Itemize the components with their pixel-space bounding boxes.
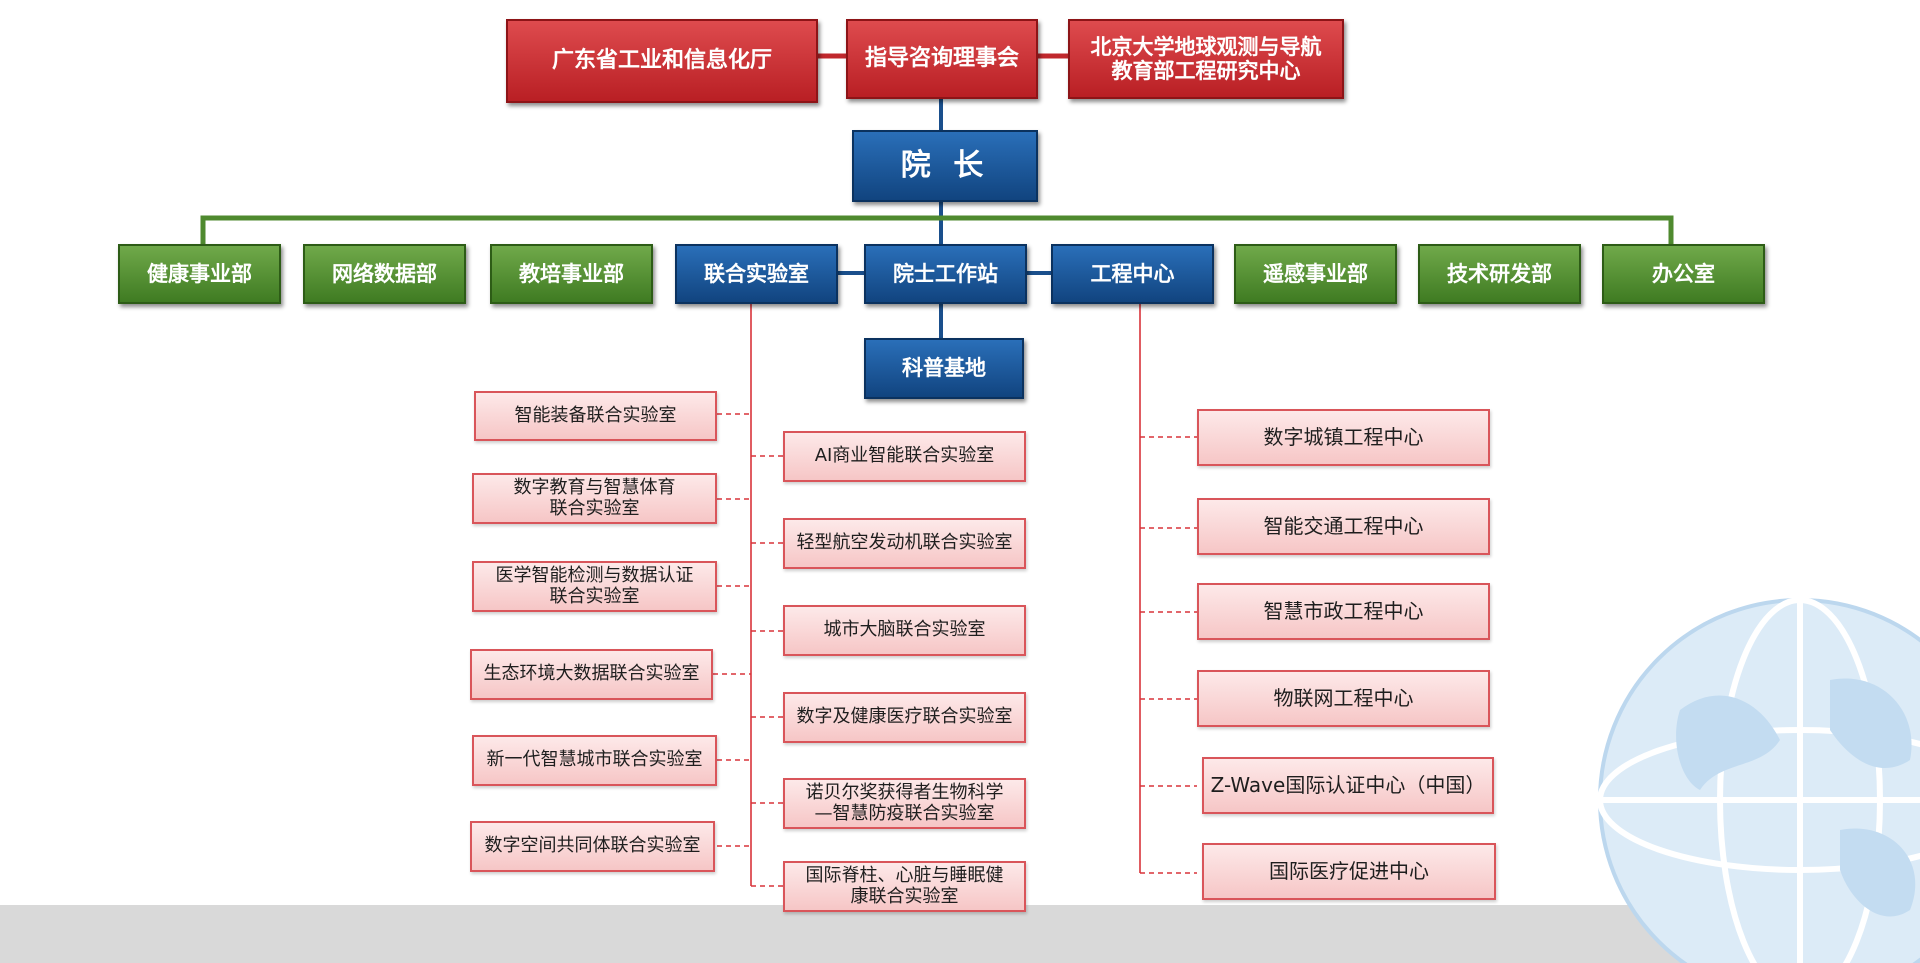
- lab-left-4: 生态环境大数据联合实验室: [470, 649, 713, 700]
- node-health-dept: 健康事业部: [118, 244, 281, 304]
- connector-green-bus: [200, 215, 1674, 244]
- lab-left-3: 医学智能检测与数据认证 联合实验室: [472, 561, 717, 612]
- lab-right-5: 诺贝尔奖获得者生物科学 —智慧防疫联合实验室: [783, 778, 1026, 829]
- node-science-base: 科普基地: [864, 338, 1024, 399]
- lab-left-1: 智能装备联合实验室: [474, 391, 717, 441]
- node-advisory-council: 指导咨询理事会: [846, 19, 1038, 99]
- node-engineering-center: 工程中心: [1051, 244, 1214, 304]
- lab-right-4: 数字及健康医疗联合实验室: [783, 692, 1026, 743]
- lab-left-2: 数字教育与智慧体育 联合实验室: [472, 473, 717, 524]
- eng-center-1: 数字城镇工程中心: [1197, 409, 1490, 466]
- lab-right-6: 国际脊柱、心脏与睡眠健 康联合实验室: [783, 861, 1026, 912]
- eng-center-3: 智慧市政工程中心: [1197, 583, 1490, 640]
- node-office: 办公室: [1602, 244, 1765, 304]
- node-education-dept: 教培事业部: [490, 244, 653, 304]
- eng-center-2: 智能交通工程中心: [1197, 498, 1490, 555]
- node-dean: 院 长: [852, 130, 1038, 202]
- eng-center-6: 国际医疗促进中心: [1202, 843, 1496, 900]
- node-pku-research-center: 北京大学地球观测与导航 教育部工程研究中心: [1068, 19, 1344, 99]
- footer-band: [0, 905, 1920, 963]
- node-academician-station: 院士工作站: [864, 244, 1027, 304]
- eng-center-5: Z-Wave国际认证中心（中国）: [1202, 757, 1494, 814]
- lab-left-6: 数字空间共同体联合实验室: [470, 821, 715, 872]
- eng-center-4: 物联网工程中心: [1197, 670, 1490, 727]
- lab-right-3: 城市大脑联合实验室: [783, 605, 1026, 656]
- lab-right-2: 轻型航空发动机联合实验室: [783, 518, 1026, 569]
- node-guangdong-miit: 广东省工业和信息化厅: [506, 19, 818, 103]
- lab-left-5: 新一代智慧城市联合实验室: [472, 735, 717, 786]
- node-remote-sensing-dept: 遥感事业部: [1234, 244, 1397, 304]
- node-tech-rd-dept: 技术研发部: [1418, 244, 1581, 304]
- lab-right-1: AI商业智能联合实验室: [783, 431, 1026, 482]
- globe-icon: [1597, 597, 1920, 963]
- node-network-data-dept: 网络数据部: [303, 244, 466, 304]
- node-joint-labs: 联合实验室: [675, 244, 838, 304]
